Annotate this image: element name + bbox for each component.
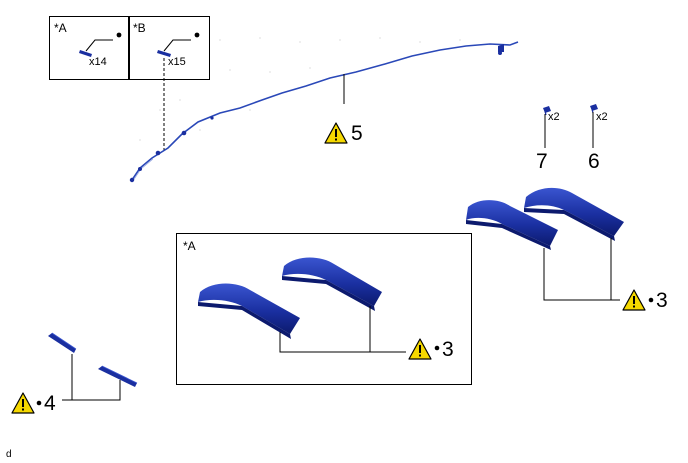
part3-right-leader (543, 238, 620, 301)
legend-box-a (49, 16, 130, 80)
part4-leader (62, 354, 121, 401)
warning-triangle-icon (622, 289, 646, 311)
part3-right-number: 3 (656, 289, 668, 312)
pad-right-rear (466, 200, 558, 250)
part3-inset-number: 3 (442, 338, 454, 361)
inset-label: *A (183, 239, 196, 253)
pad-inset-left (198, 283, 300, 339)
inset-box (176, 233, 472, 385)
wire-harness (129, 41, 519, 183)
footer-code: d (6, 449, 12, 460)
bullet-dot-icon (434, 345, 440, 351)
legend-a-qty: x14 (89, 56, 107, 68)
warning-triangle-icon (11, 392, 35, 414)
part5-number: 5 (351, 122, 363, 145)
legend-b-clip-icon (157, 32, 200, 57)
legend-box-b (128, 16, 210, 80)
clip-part7-icon (543, 106, 551, 116)
part7-number: 7 (536, 150, 548, 173)
legend-a-clip-icon (79, 32, 122, 57)
bullet-dot-icon (648, 297, 654, 303)
legend-a-label: *A (54, 21, 67, 35)
pad-right-front (524, 187, 624, 241)
warning-triangle-icon (408, 338, 432, 360)
part6-qty: x2 (596, 111, 608, 123)
part7-qty: x2 (548, 111, 560, 123)
strip-part4-right (98, 365, 138, 387)
part6-number: 6 (588, 150, 600, 173)
bullet-dot-icon (36, 400, 42, 406)
harness-dotted-background (139, 37, 461, 141)
part3-inset-leader (279, 306, 406, 353)
pad-inset-right (282, 257, 382, 311)
part4-number: 4 (44, 392, 56, 415)
legend-b-qty: x15 (168, 56, 186, 68)
warning-triangle-icon (324, 122, 348, 144)
strip-part4-left (48, 332, 77, 353)
legend-b-label: *B (133, 21, 146, 35)
